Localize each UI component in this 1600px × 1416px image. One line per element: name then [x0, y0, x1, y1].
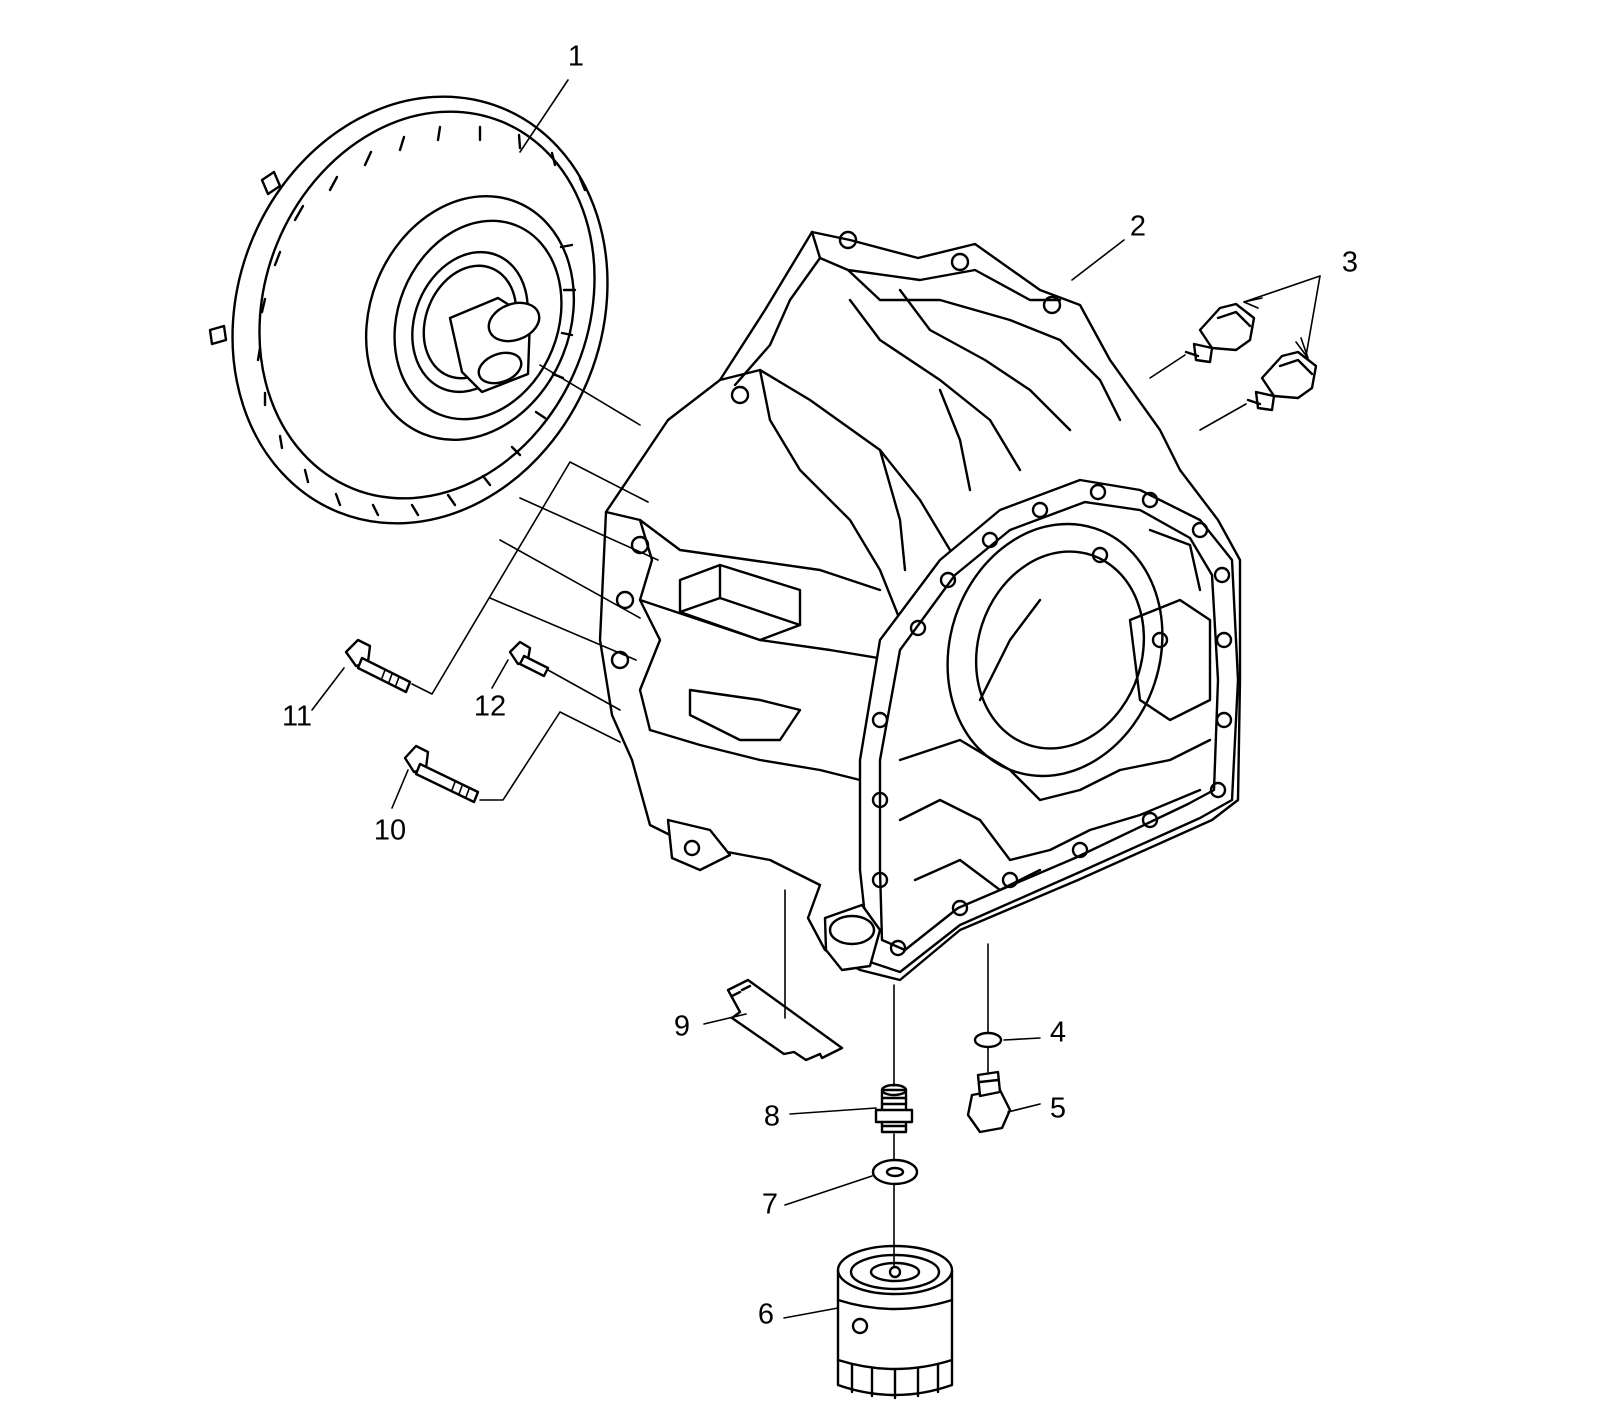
callout-labels: 1 2 3 4 5 6 7 8 9 10 11 12 — [282, 41, 1358, 1331]
transmission-housing — [598, 230, 1242, 982]
torque-converter — [208, 95, 641, 525]
callout-11: 11 — [282, 701, 312, 733]
callout-1: 1 — [568, 41, 584, 73]
drain-plug — [966, 1070, 1012, 1134]
callout-2: 2 — [1130, 211, 1146, 243]
callout-6: 6 — [758, 1299, 774, 1331]
bolt-11 — [344, 638, 412, 694]
bolt-10 — [403, 744, 480, 804]
callout-9: 9 — [674, 1011, 690, 1043]
bolt-12 — [508, 640, 550, 678]
filter-connector — [874, 1083, 914, 1134]
leader-lines — [311, 79, 1321, 1319]
callout-5: 5 — [1050, 1093, 1066, 1125]
callout-3: 3 — [1342, 247, 1358, 279]
callout-7: 7 — [762, 1189, 778, 1221]
speed-sensor-upper — [1184, 302, 1256, 364]
callout-8: 8 — [764, 1101, 780, 1133]
callout-12: 12 — [474, 691, 506, 723]
speed-sensor-lower — [1246, 350, 1318, 412]
o-ring — [973, 1031, 1003, 1049]
oil-filter — [836, 1244, 954, 1400]
seal-washer — [871, 1158, 919, 1186]
callout-4: 4 — [1050, 1017, 1066, 1049]
callout-10: 10 — [374, 815, 406, 847]
